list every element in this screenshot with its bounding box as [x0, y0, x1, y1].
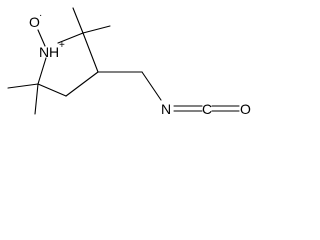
bond-c2-c3 [82, 32, 99, 73]
bonds [7, 7, 240, 115]
nitrogen-charge: + [59, 40, 65, 51]
bond-c2-methyl-b [82, 25, 111, 34]
bond-n-c2 [57, 32, 84, 44]
bond-c2-methyl-a [72, 7, 84, 34]
oxygen-radical-dot: · [39, 10, 42, 21]
atom-carbon: C [202, 101, 212, 117]
atom-labels: O · N H + N C O [29, 10, 251, 117]
atom-oxygen-radical: O [29, 14, 40, 30]
bond-c5-n [37, 57, 47, 85]
bond-ch2-n [141, 71, 162, 101]
atom-nitrogen: N [39, 44, 49, 60]
chemical-structure: O · N H + N C O [7, 7, 251, 117]
bond-c4-c5 [37, 83, 67, 97]
atom-isocyanate-nitrogen: N [161, 101, 171, 117]
bond-c5-methyl-a [7, 83, 39, 89]
bond-c5-methyl-b [34, 83, 39, 115]
bond-c3-c4 [65, 71, 99, 97]
atom-nitrogen-hydrogen: H [49, 44, 59, 60]
bond-n-o [37, 29, 46, 47]
atom-oxygen: O [240, 101, 251, 117]
